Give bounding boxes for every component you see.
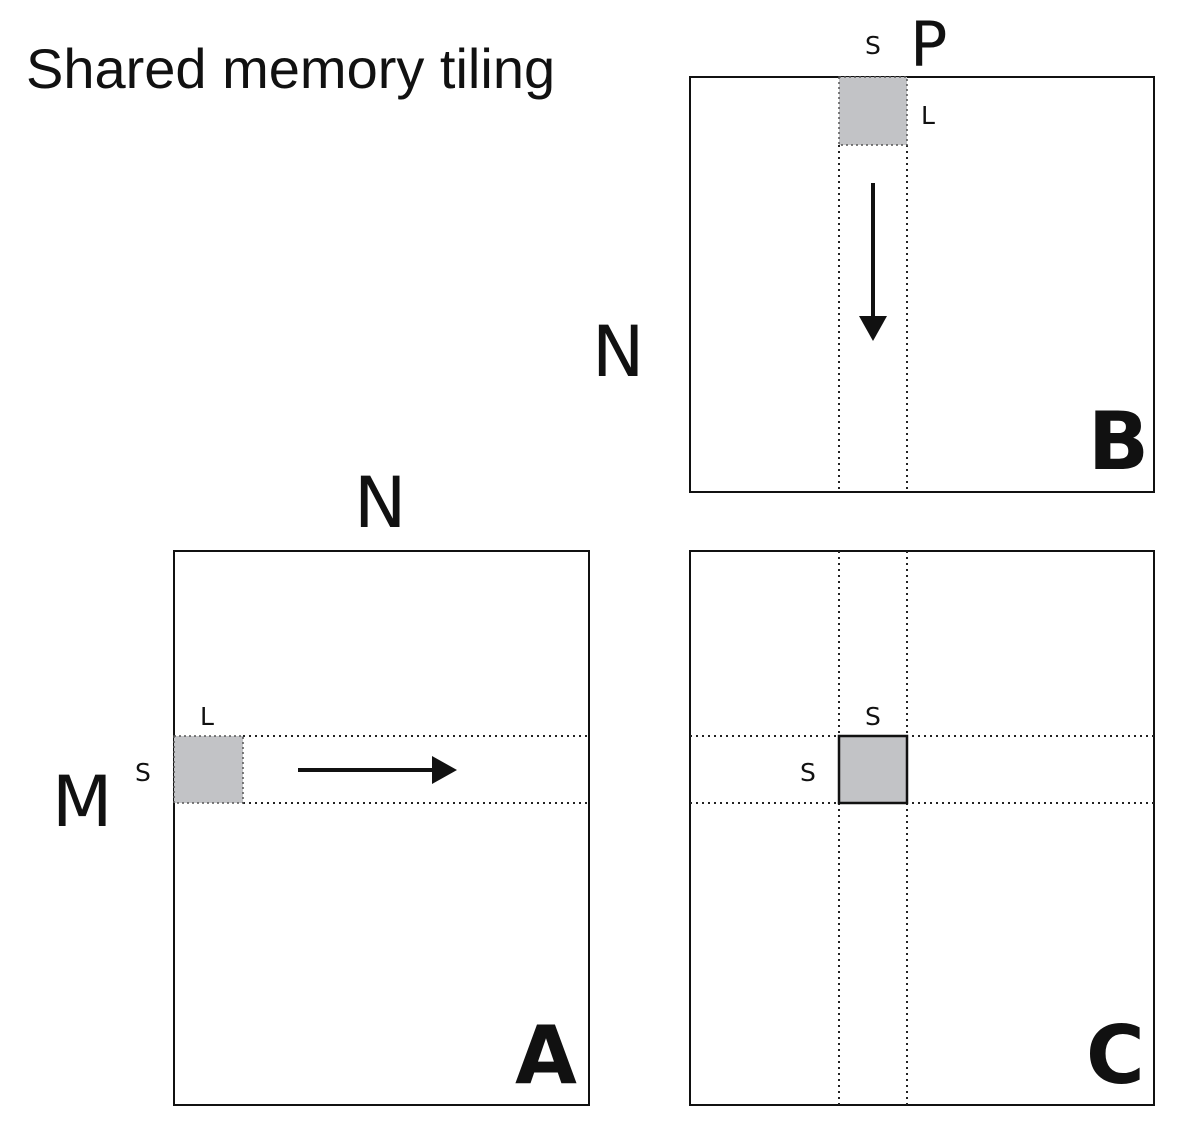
matrix-b-frame [689,76,1155,493]
matrix-b-top-dim: P [910,8,947,81]
matrix-c: S S C [689,550,1155,1106]
diagram-title: Shared memory tiling [26,37,555,100]
matrix-c-tile-height-label: S [800,758,816,787]
matrix-b: S P L N B [592,8,1155,493]
matrix-a-tile-height-label: S [135,758,151,787]
right-arrow-icon [298,756,457,784]
matrix-c-tile-width-label: S [865,702,881,731]
matrix-a-tile-width-label: L [200,702,214,731]
matrix-a-label: A [515,1009,577,1102]
matrix-c-tile [837,734,909,805]
down-arrow-icon [859,183,887,341]
matrix-b-tile-height-label: L [921,101,935,130]
matrix-c-label: C [1086,1009,1145,1102]
matrix-a-tile [173,735,244,804]
matrix-b-label: B [1088,395,1149,488]
matrix-b-tile-width-label: S [865,31,881,60]
matrix-b-side-dim: N [592,311,644,393]
matrix-b-tile [838,76,908,146]
matrix-c-frame [689,550,1155,1106]
matrix-a-frame [173,550,590,1106]
matrix-a-top-dim: N [354,462,406,544]
matrix-a-side-dim: M [52,761,112,843]
matrix-a: N L S M A [52,462,590,1106]
